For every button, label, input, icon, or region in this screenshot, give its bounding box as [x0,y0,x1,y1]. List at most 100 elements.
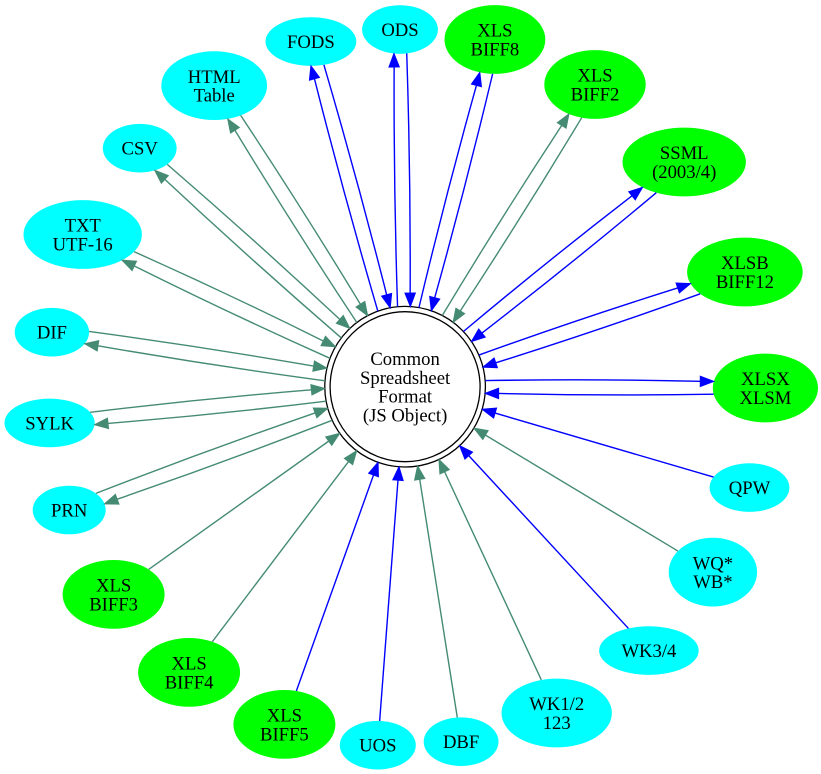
edge-center-to-xlsb-line [478,287,678,356]
edge-xlsx-to-center-arrowhead [483,387,500,400]
edge-center-to-sylk-arrowhead [93,417,110,430]
edges-fods [308,64,393,312]
edge-center-to-xlsx-arrowhead [699,375,716,388]
edges-qpw [480,407,714,478]
format-node-label: XLS [96,576,131,597]
format-node-ellipse-ods [362,5,438,54]
format-node-ellipse-fods [265,17,357,66]
edge-xls2-to-center-line [459,117,583,312]
edge-txt-to-center-line [133,251,324,342]
format-node-ellipse-wk1 [501,678,612,748]
format-node-wk3: WK3/4 [599,626,699,675]
edge-center-to-xlsb-arrowhead [675,282,692,294]
format-node-label: TXT [65,216,102,237]
edge-center-to-dif-line [97,345,326,382]
edge-center-to-txt-line [133,265,331,359]
edge-csv-to-center-arrowhead [335,314,351,330]
edge-center-to-prn-line [116,419,333,500]
edge-center-to-xlml-line [462,195,633,333]
edge-xls8-to-center-line [434,73,494,298]
edge-fods-to-center-line [323,64,388,295]
edge-sylk-to-center-line [90,389,312,414]
edge-center-to-xls8-line [418,85,478,308]
edge-wk3-to-center-line [468,455,629,629]
center-node-label: Format [378,387,433,408]
edges-sylk [90,383,327,430]
edges-prn [95,407,333,505]
edge-prn-to-center-arrowhead [312,407,330,419]
format-node-ellipse-xls3 [62,560,165,629]
format-node-label: XLSX [741,369,790,390]
format-node-label: FODS [287,32,335,53]
edge-csv-to-center-line [166,163,341,320]
edges-xlsb [478,282,701,369]
format-node-prn: PRN [32,485,106,535]
edges-xls5 [295,461,379,692]
format-node-xlml: SSML(2003/4) [622,127,746,197]
edge-xlsb-to-center-line [495,293,701,364]
edge-wk1-to-center-arrowhead [438,458,451,475]
format-node-sylk: SYLK [4,398,95,448]
format-node-label: BIFF2 [571,84,620,105]
edge-xls4-to-center-arrowhead [343,449,358,466]
edges-xls2 [441,112,583,324]
edge-fods-to-center-arrowhead [380,292,393,310]
format-node-ellipse-xls5 [233,690,336,759]
edge-qpw-to-center-line [494,412,714,478]
format-node-ellipse-csv [102,123,177,173]
edge-xls5-to-center-line [295,474,375,692]
format-node-qpw: QPW [709,463,790,512]
format-node-label: SSML [660,143,709,164]
format-node-label: ODS [381,20,418,41]
edge-center-to-xls2-line [441,125,563,316]
edge-dbf-to-center-arrowhead [413,464,426,481]
edges-wk1 [438,458,542,681]
edge-center-to-csv-arrowhead [153,169,170,185]
format-node-ellipse-xlsb [687,237,803,307]
edge-dbf-to-center-line [419,479,458,718]
format-node-ellipse-xls8 [444,5,546,74]
format-node-label: XLS [477,21,512,42]
format-node-ods: ODS [362,5,438,54]
format-node-csv: CSV [102,123,177,173]
format-node-ellipse-xls4 [138,638,241,707]
format-node-label: XLSM [739,388,791,409]
edge-center-to-fods-line [313,78,379,312]
edge-ods-to-center-line [406,53,411,294]
edge-wq-to-center-arrowhead [472,427,489,441]
center-node-label: Spreadsheet [360,368,451,389]
format-node-label: QPW [729,478,771,499]
edge-center-to-prn-arrowhead [103,493,120,505]
edge-ods-to-center-arrowhead [404,292,417,308]
edge-qpw-to-center-arrowhead [480,407,498,419]
edge-center-to-html-line [234,129,358,323]
center-node-label: Common [370,349,440,370]
edges-xlml [462,186,657,343]
edges-xls4 [211,449,358,643]
edge-xls3-to-center-arrowhead [324,432,341,447]
edge-center-to-xls8-arrowhead [470,70,483,88]
edges-txt [120,251,337,359]
edge-center-to-fods-arrowhead [308,64,321,81]
format-node-ellipse-sylk [4,398,95,448]
edge-xls3-to-center-line [148,440,330,570]
edge-center-to-xlml-arrowhead [627,186,644,201]
format-node-label: PRN [51,501,88,522]
edge-txt-to-center-arrowhead [320,335,337,348]
format-node-label: BIFF3 [89,594,138,615]
edge-center-to-csv-line [164,178,342,339]
format-node-label: XLS [577,66,612,87]
edge-dif-to-center-arrowhead [312,360,329,372]
edge-prn-to-center-line [95,412,316,495]
center-node-label: (JS Object) [363,405,447,426]
edge-center-to-dif-arrowhead [83,340,100,352]
edge-wk3-to-center-arrowhead [458,444,474,460]
format-node-label: HTML [188,67,241,88]
